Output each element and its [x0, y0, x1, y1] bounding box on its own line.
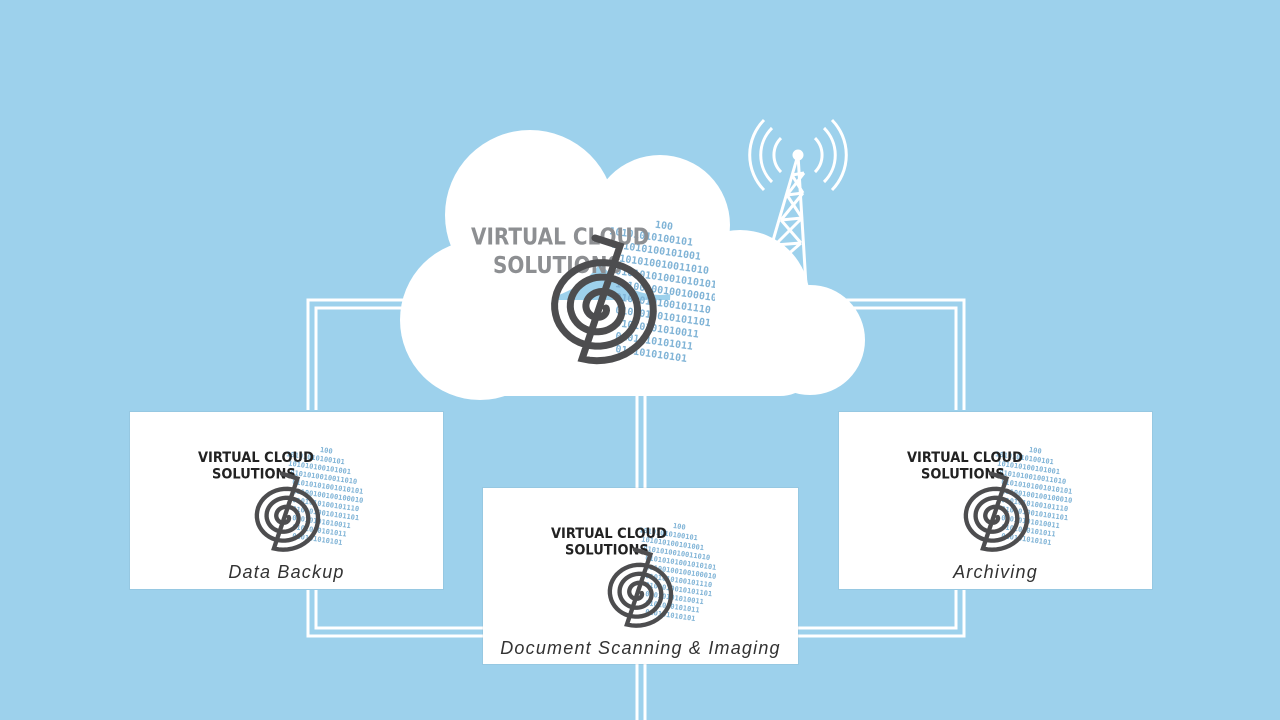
logo-line1: VIRTUAL CLOUD: [551, 525, 667, 542]
spiral-logo-icon: [963, 471, 1030, 552]
connector-lines: [306, 298, 966, 720]
binary-row: 100: [654, 220, 673, 233]
logo-line2: SOLUTIONS: [921, 466, 1005, 483]
service-label: Document Scanning & Imaging: [500, 638, 781, 658]
logo-line1: VIRTUAL CLOUD: [198, 449, 314, 466]
logo-line1: VIRTUAL CLOUD: [907, 449, 1023, 466]
logo-line2: SOLUTIONS: [212, 466, 296, 483]
binary-row: 100: [672, 522, 686, 532]
binary-pattern: 1001010101010010110101010010100101010100…: [286, 446, 364, 547]
binary-row: 100: [1028, 446, 1042, 456]
card-logo: 1001010101010010110101010010100101010100…: [551, 522, 717, 628]
card-logo: 1001010101010010110101010010100101010100…: [198, 446, 364, 552]
service-label: Data Backup: [228, 562, 345, 582]
spiral-logo-icon: [254, 471, 321, 552]
card-logo: 1001010101010010110101010010100101010100…: [907, 446, 1073, 552]
cloud-logo: 1001010101010010110101010010100101010100…: [471, 220, 715, 365]
logo-line2: SOLUTIONS: [565, 542, 649, 559]
binary-row: 100: [319, 446, 333, 456]
service-label: Archiving: [953, 562, 1038, 582]
spiral-logo-icon: [551, 234, 657, 365]
spiral-logo-icon: [607, 547, 674, 628]
